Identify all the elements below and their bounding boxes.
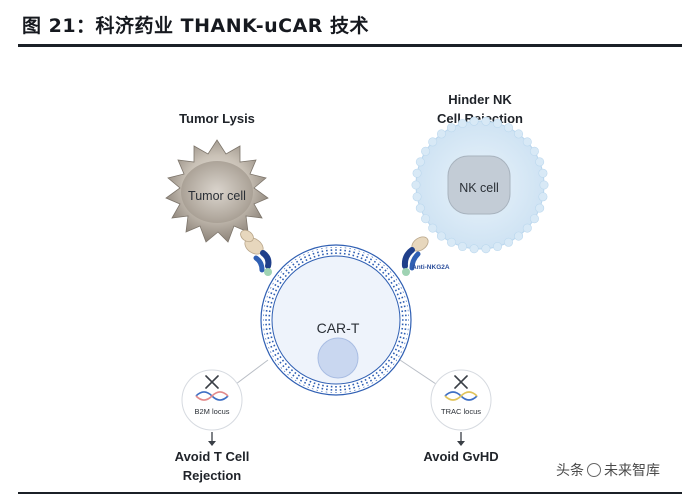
b2m-outcome-line1: Avoid T Cell [175,449,250,464]
figure-title: 图 21：科济药业 THANK-uCAR 技术 [22,15,370,37]
trac-arrow [457,432,465,446]
header-divider [18,44,682,47]
car-receptor-left [240,229,272,276]
trac-outcome-line1: Avoid GvHD [423,449,498,464]
b2m-locus-group: B2M locus Avoid T Cell Rejection [175,369,250,483]
car-t-membrane-pattern [263,247,409,393]
car-t-cell-group: CAR-T [260,244,412,396]
tumor-lysis-heading: Tumor Lysis [179,111,255,126]
trac-dna-icon [444,391,478,401]
nk-cell-group: Hinder NK Cell Rejection NK cell [411,92,549,254]
anti-nkg2a-label: Anti-NKG2A [412,264,450,271]
nk-cell-membrane-bumps [411,116,549,254]
anti-nkg2a-receptor: Anti-NKG2A [401,236,450,276]
tumor-cell-core [181,161,253,223]
trac-locus-label: TRAC locus [441,407,481,416]
figure-header: 图 21：科济药业 THANK-uCAR 技术 [0,0,700,48]
b2m-arrow [208,432,216,446]
b2m-locus-label: B2M locus [194,407,229,416]
trac-locus-circle [430,369,492,431]
b2m-outcome-line2: Rejection [183,468,242,483]
nk-cell-nucleus [447,155,511,215]
b2m-locus-circle [181,369,243,431]
watermark-suffix: 未来智库 [604,462,660,478]
car-t-inner-membrane [271,255,401,385]
tumor-cell-label: Tumor cell [188,189,246,203]
connector-trac [399,359,437,385]
trac-locus-group: TRAC locus Avoid GvHD [423,369,499,464]
b2m-x-icon [205,375,219,389]
car-t-nucleus [317,337,359,379]
b2m-dna-icon [195,391,229,401]
footer-divider [18,492,682,494]
watermark-logo-icon [587,463,601,477]
car-t-label: CAR-T [317,320,360,336]
tumor-cell-group: Tumor Lysis Tumor cell [165,111,269,243]
watermark: 头条 未来智库 [556,460,660,480]
trac-x-icon [454,375,468,389]
nk-heading-line1: Hinder NK [448,92,512,107]
connector-b2m [235,359,269,385]
nk-cell-label: NK cell [459,181,499,195]
watermark-prefix: 头条 [556,462,584,478]
